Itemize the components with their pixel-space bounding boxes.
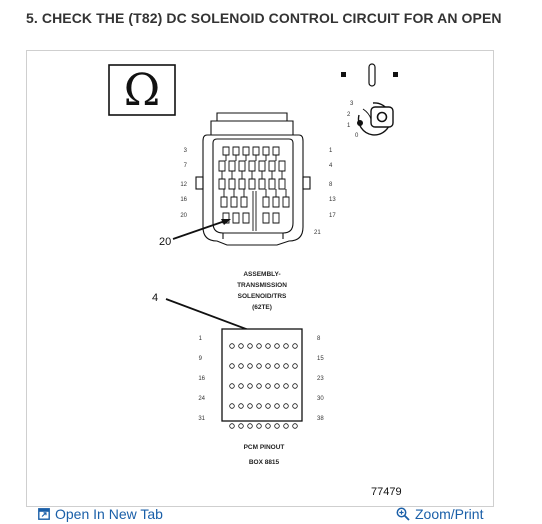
pinout-left-label: 1 [199,336,203,342]
pin-hole [265,403,271,409]
pin-hole [274,383,280,389]
pin-hole [247,343,253,349]
pin-hole [238,363,244,369]
pin-label: 8 [329,182,333,188]
pin-hole [292,403,298,409]
connector-label-line: SOLENOID/TRS [238,293,287,300]
pin-hole [247,383,253,389]
pin-label: 7 [184,163,188,169]
solenoid-connector-drawing [195,112,311,246]
pin-hole [265,363,271,369]
pin-hole [256,363,262,369]
pin-hole [229,343,235,349]
ignition-pos-1: 1 [347,123,351,129]
pin-hole [283,343,289,349]
pin-hole [238,343,244,349]
pin-hole [292,343,298,349]
step-title: 5. CHECK THE (T82) DC SOLENOID CONTROL C… [26,10,502,26]
pin-label: 1 [329,148,333,154]
pin-hole [247,423,253,429]
ignition-pos-3: 3 [350,101,354,107]
pcm-pinout-label-line: PCM PINOUT [244,444,285,451]
zoom-print-label: Zoom/Print [415,506,484,522]
pin-hole [283,363,289,369]
ohmmeter-symbol: Ω [108,64,176,116]
pin-hole [238,403,244,409]
pinout-left-label: 24 [198,396,205,402]
pin-hole [283,423,289,429]
pinout-right-label: 8 [317,336,321,342]
ignition-pos-0: 0 [355,133,359,139]
pin-label: 13 [329,197,336,203]
pin-hole [292,423,298,429]
pin-label: 3 [184,148,188,154]
pin-label: 4 [329,163,333,169]
pinout-right-label: 30 [317,396,324,402]
pin-hole [274,343,280,349]
pin-hole [292,383,298,389]
pin-hole [265,383,271,389]
pin-hole [256,403,262,409]
pin-hole [256,383,262,389]
pinout-left-label: 31 [198,416,205,422]
pin-hole [229,363,235,369]
figure-id: 77479 [371,486,402,498]
pin-hole [238,383,244,389]
pin-hole [292,363,298,369]
pin-hole [247,363,253,369]
pinout-right-label: 23 [317,376,324,382]
open-in-new-tab-link[interactable]: Open In New Tab [38,506,163,522]
pin-hole [274,423,280,429]
connector-label: ASSEMBLY- TRANSMISSION SOLENOID/TRS (62T… [237,271,287,311]
connector-label-line: (62TE) [252,304,272,311]
open-in-new-tab-label: Open In New Tab [55,506,163,522]
callout-20-label: 20 [159,236,171,248]
connector-right-pins: 1 4 8 13 17 21 [314,148,336,236]
pin-hole [265,423,271,429]
pcm-pinout-label: PCM PINOUT BOX 8815 [244,444,285,466]
new-tab-icon [38,508,50,520]
pin-label: 12 [180,182,187,188]
connector-label-line: TRANSMISSION [237,282,287,289]
pinout-right-label: 15 [317,356,324,362]
pin-hole [256,423,262,429]
pin-hole [283,403,289,409]
pinout-right-label: 38 [317,416,324,422]
pin-label: 16 [180,197,187,203]
ohm-glyph: Ω [124,65,160,116]
pin-hole [265,343,271,349]
pin-hole [283,383,289,389]
pin-holes [229,343,298,429]
pinout-left-label: 9 [199,356,203,362]
pinout-left-label: 16 [198,376,205,382]
pin-hole [238,423,244,429]
ignition-switch-icon: 3 2 1 0 [341,63,398,139]
diagram-canvas: Ω 3 2 1 0 3 7 12 16 20 1 4 8 [108,63,402,498]
pcm-pinout-box: 1 9 16 24 31 8 15 23 30 38 [198,328,324,429]
pin-hole [256,343,262,349]
pin-hole [247,403,253,409]
connector-left-pins: 3 7 12 16 20 [180,148,187,219]
diagram-figure: Ω 3 2 1 0 3 7 12 16 20 1 4 8 [26,50,494,507]
pin-hole [229,403,235,409]
pcm-pinout-label-line: BOX 8815 [249,459,280,466]
pin-hole [274,403,280,409]
pin-hole [229,423,235,429]
pin-label: 21 [314,230,321,236]
connector-label-line: ASSEMBLY- [243,271,280,278]
pin-label: 20 [180,213,187,219]
callout-4-label: 4 [152,292,158,304]
callout-20: 20 [159,219,231,248]
pin-hole [229,383,235,389]
pin-label: 17 [329,213,336,219]
zoom-print-link[interactable]: Zoom/Print [396,506,483,522]
zoom-icon [396,507,410,521]
ignition-pos-2: 2 [347,112,351,118]
pin-hole [274,363,280,369]
